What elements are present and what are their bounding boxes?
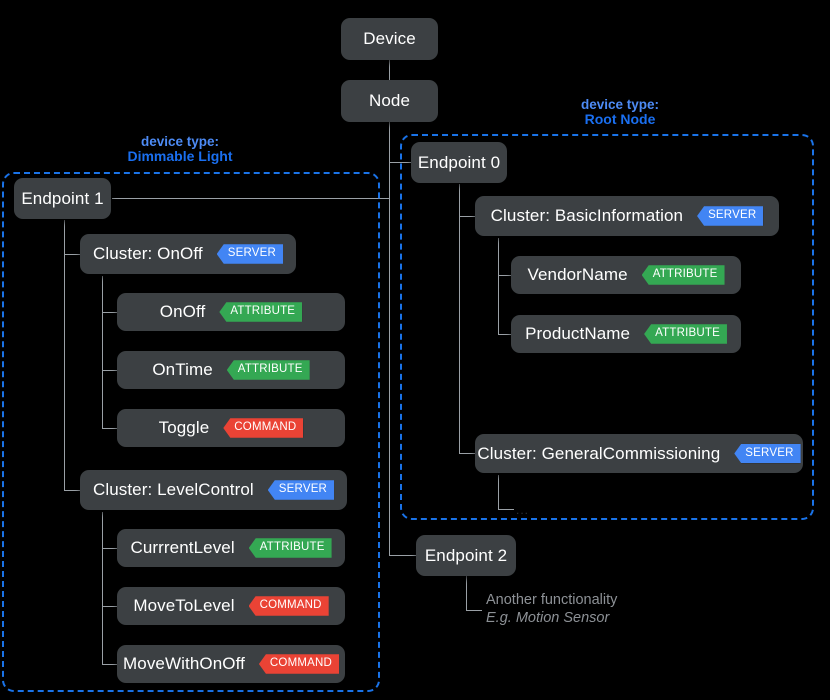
node-endpoint-1[interactable]: Endpoint 1	[14, 178, 111, 219]
node-element-onoff[interactable]: OnOff ATTRIBUTE	[117, 293, 345, 331]
device-type-prefix: device type:	[580, 97, 660, 112]
connector-device-node	[389, 60, 390, 80]
node-cluster-generalcommissioning[interactable]: Cluster: GeneralCommissioning SERVER	[475, 434, 803, 473]
connector-trunk-endpoint1	[112, 198, 390, 199]
connector-endpoint2-note	[466, 610, 482, 611]
node-element-productname[interactable]: ProductName ATTRIBUTE	[511, 315, 741, 353]
device-type-name: Root Node	[584, 111, 656, 128]
connector-endpoint1-levelcontrol	[64, 490, 80, 491]
badge-attribute: ATTRIBUTE	[248, 538, 332, 558]
element-movewithonoff-label: MoveWithOnOff	[123, 654, 245, 673]
node-element-toggle[interactable]: Toggle COMMAND	[117, 409, 345, 447]
connector-movewithonoff-cmd	[102, 664, 118, 665]
node-cluster-basicinformation[interactable]: Cluster: BasicInformation SERVER	[475, 196, 779, 236]
connector-endpoint0-basicinformation	[459, 216, 476, 217]
element-onoff-label: OnOff	[159, 302, 206, 321]
node-node[interactable]: Node	[341, 80, 438, 122]
connector-ontime-attr	[102, 370, 118, 371]
connector-movetolevel-cmd	[102, 606, 118, 607]
badge-attribute: ATTRIBUTE	[219, 302, 303, 322]
connector-vendorname-attr	[498, 275, 514, 276]
badge-server: SERVER	[267, 480, 335, 500]
connector-currentlevel-attr	[102, 548, 118, 549]
connector-onoff-children-trunk	[102, 276, 103, 428]
node-element-movewithonoff[interactable]: MoveWithOnOff COMMAND	[117, 645, 345, 683]
badge-attribute: ATTRIBUTE	[644, 324, 727, 344]
connector-endpoint1-onoff	[64, 254, 80, 255]
endpoint-0-label: Endpoint 0	[417, 152, 501, 172]
badge-command: COMMAND	[223, 418, 304, 438]
device-type-prefix: device type:	[140, 134, 220, 149]
cluster-basicinformation-label: Cluster: BasicInformation	[490, 206, 684, 225]
node-endpoint-0[interactable]: Endpoint 0	[411, 142, 507, 183]
connector-toggle-cmd	[102, 428, 118, 429]
connector-endpoint1-trunk	[64, 220, 65, 491]
connector-levelcontrol-children-trunk	[102, 512, 103, 664]
device-type-label-dimmable-light: device type: Dimmable Light	[90, 134, 270, 165]
device-type-label-root-node: device type: Root Node	[530, 97, 710, 128]
badge-server: SERVER	[697, 206, 764, 226]
node-endpoint-2[interactable]: Endpoint 2	[416, 535, 516, 576]
cluster-onoff-label: Cluster: OnOff	[92, 244, 203, 263]
connector-generalcommissioning-children-trunk	[498, 475, 499, 509]
node-element-vendorname[interactable]: VendorName ATTRIBUTE	[511, 256, 741, 294]
endpoint-2-note-line1: Another functionality	[486, 592, 618, 608]
element-ontime-label: OnTime	[152, 360, 213, 379]
element-productname-label: ProductName	[525, 324, 631, 343]
element-toggle-label: Toggle	[158, 418, 210, 437]
badge-server: SERVER	[734, 443, 801, 464]
endpoint-2-note: Another functionality E.g. Motion Sensor	[486, 591, 617, 627]
connector-endpoint2-note-trunk	[466, 576, 467, 610]
badge-attribute: ATTRIBUTE	[641, 265, 725, 285]
connector-generalcommissioning-more	[498, 509, 514, 510]
node-cluster-onoff[interactable]: Cluster: OnOff SERVER	[80, 234, 296, 274]
connector-node-trunk	[389, 122, 390, 555]
element-movetolevel-label: MoveToLevel	[133, 596, 235, 615]
node-node-label: Node	[368, 91, 411, 110]
badge-command: COMMAND	[258, 654, 340, 674]
cluster-levelcontrol-label: Cluster: LevelControl	[92, 480, 254, 499]
more-indicator: ...	[516, 503, 530, 517]
endpoint-1-label: Endpoint 1	[21, 188, 104, 208]
node-device-label: Device	[363, 29, 416, 48]
connector-basicinformation-children-trunk	[498, 238, 499, 335]
node-device[interactable]: Device	[341, 18, 438, 60]
device-type-name: Dimmable Light	[127, 148, 233, 165]
connector-endpoint0-trunk	[459, 184, 460, 454]
badge-server: SERVER	[216, 244, 284, 264]
endpoint-2-label: Endpoint 2	[424, 545, 508, 565]
connector-productname-attr	[498, 334, 514, 335]
endpoint-2-note-line2: E.g. Motion Sensor	[486, 610, 610, 627]
connector-endpoint0-generalcommissioning	[459, 453, 476, 454]
badge-command: COMMAND	[248, 596, 329, 616]
node-element-ontime[interactable]: OnTime ATTRIBUTE	[117, 351, 345, 389]
connector-trunk-endpoint0	[389, 162, 411, 163]
element-currentlevel-label: CurrrentLevel	[130, 538, 235, 557]
node-cluster-levelcontrol[interactable]: Cluster: LevelControl SERVER	[80, 470, 347, 510]
connector-onoff-attr	[102, 312, 118, 313]
node-element-currentlevel[interactable]: CurrrentLevel ATTRIBUTE	[117, 529, 345, 567]
badge-attribute: ATTRIBUTE	[226, 360, 310, 380]
connector-trunk-endpoint2	[389, 555, 416, 556]
element-vendorname-label: VendorName	[527, 265, 628, 284]
cluster-generalcommissioning-label: Cluster: GeneralCommissioning	[477, 443, 721, 463]
node-element-movetolevel[interactable]: MoveToLevel COMMAND	[117, 587, 345, 625]
